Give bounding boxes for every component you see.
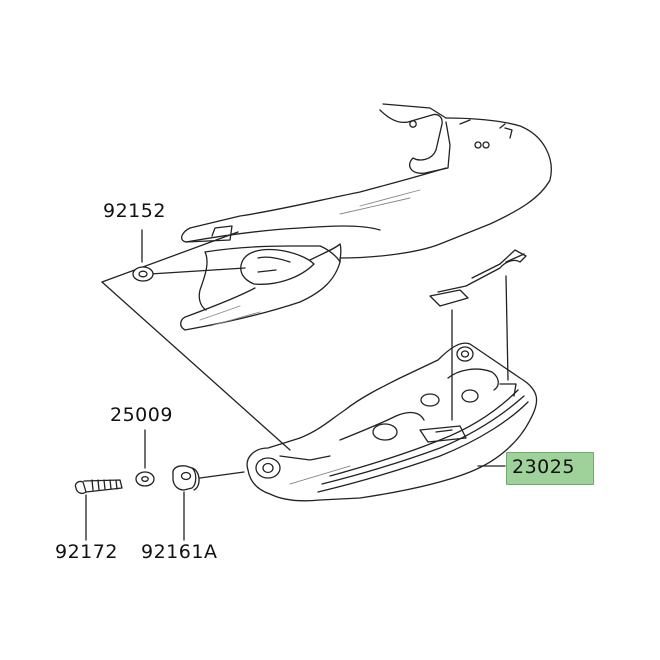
leader-92152 [101,229,291,451]
highlight-23025 [506,452,594,485]
collar-92161A [172,465,245,541]
label-23025[interactable]: 23025 [512,456,575,478]
grommet-92152 [132,266,154,282]
label-92152[interactable]: 92152 [103,200,166,222]
screw-92172 [74,479,123,541]
label-25009[interactable]: 25009 [110,404,173,426]
upper-fairing-bracket [180,103,552,331]
tail-light-assembly [246,342,538,502]
label-92172[interactable]: 92172 [55,541,118,563]
washer-25009 [135,429,155,487]
label-92161A[interactable]: 92161A [141,541,218,563]
bracket-clip [429,249,527,421]
